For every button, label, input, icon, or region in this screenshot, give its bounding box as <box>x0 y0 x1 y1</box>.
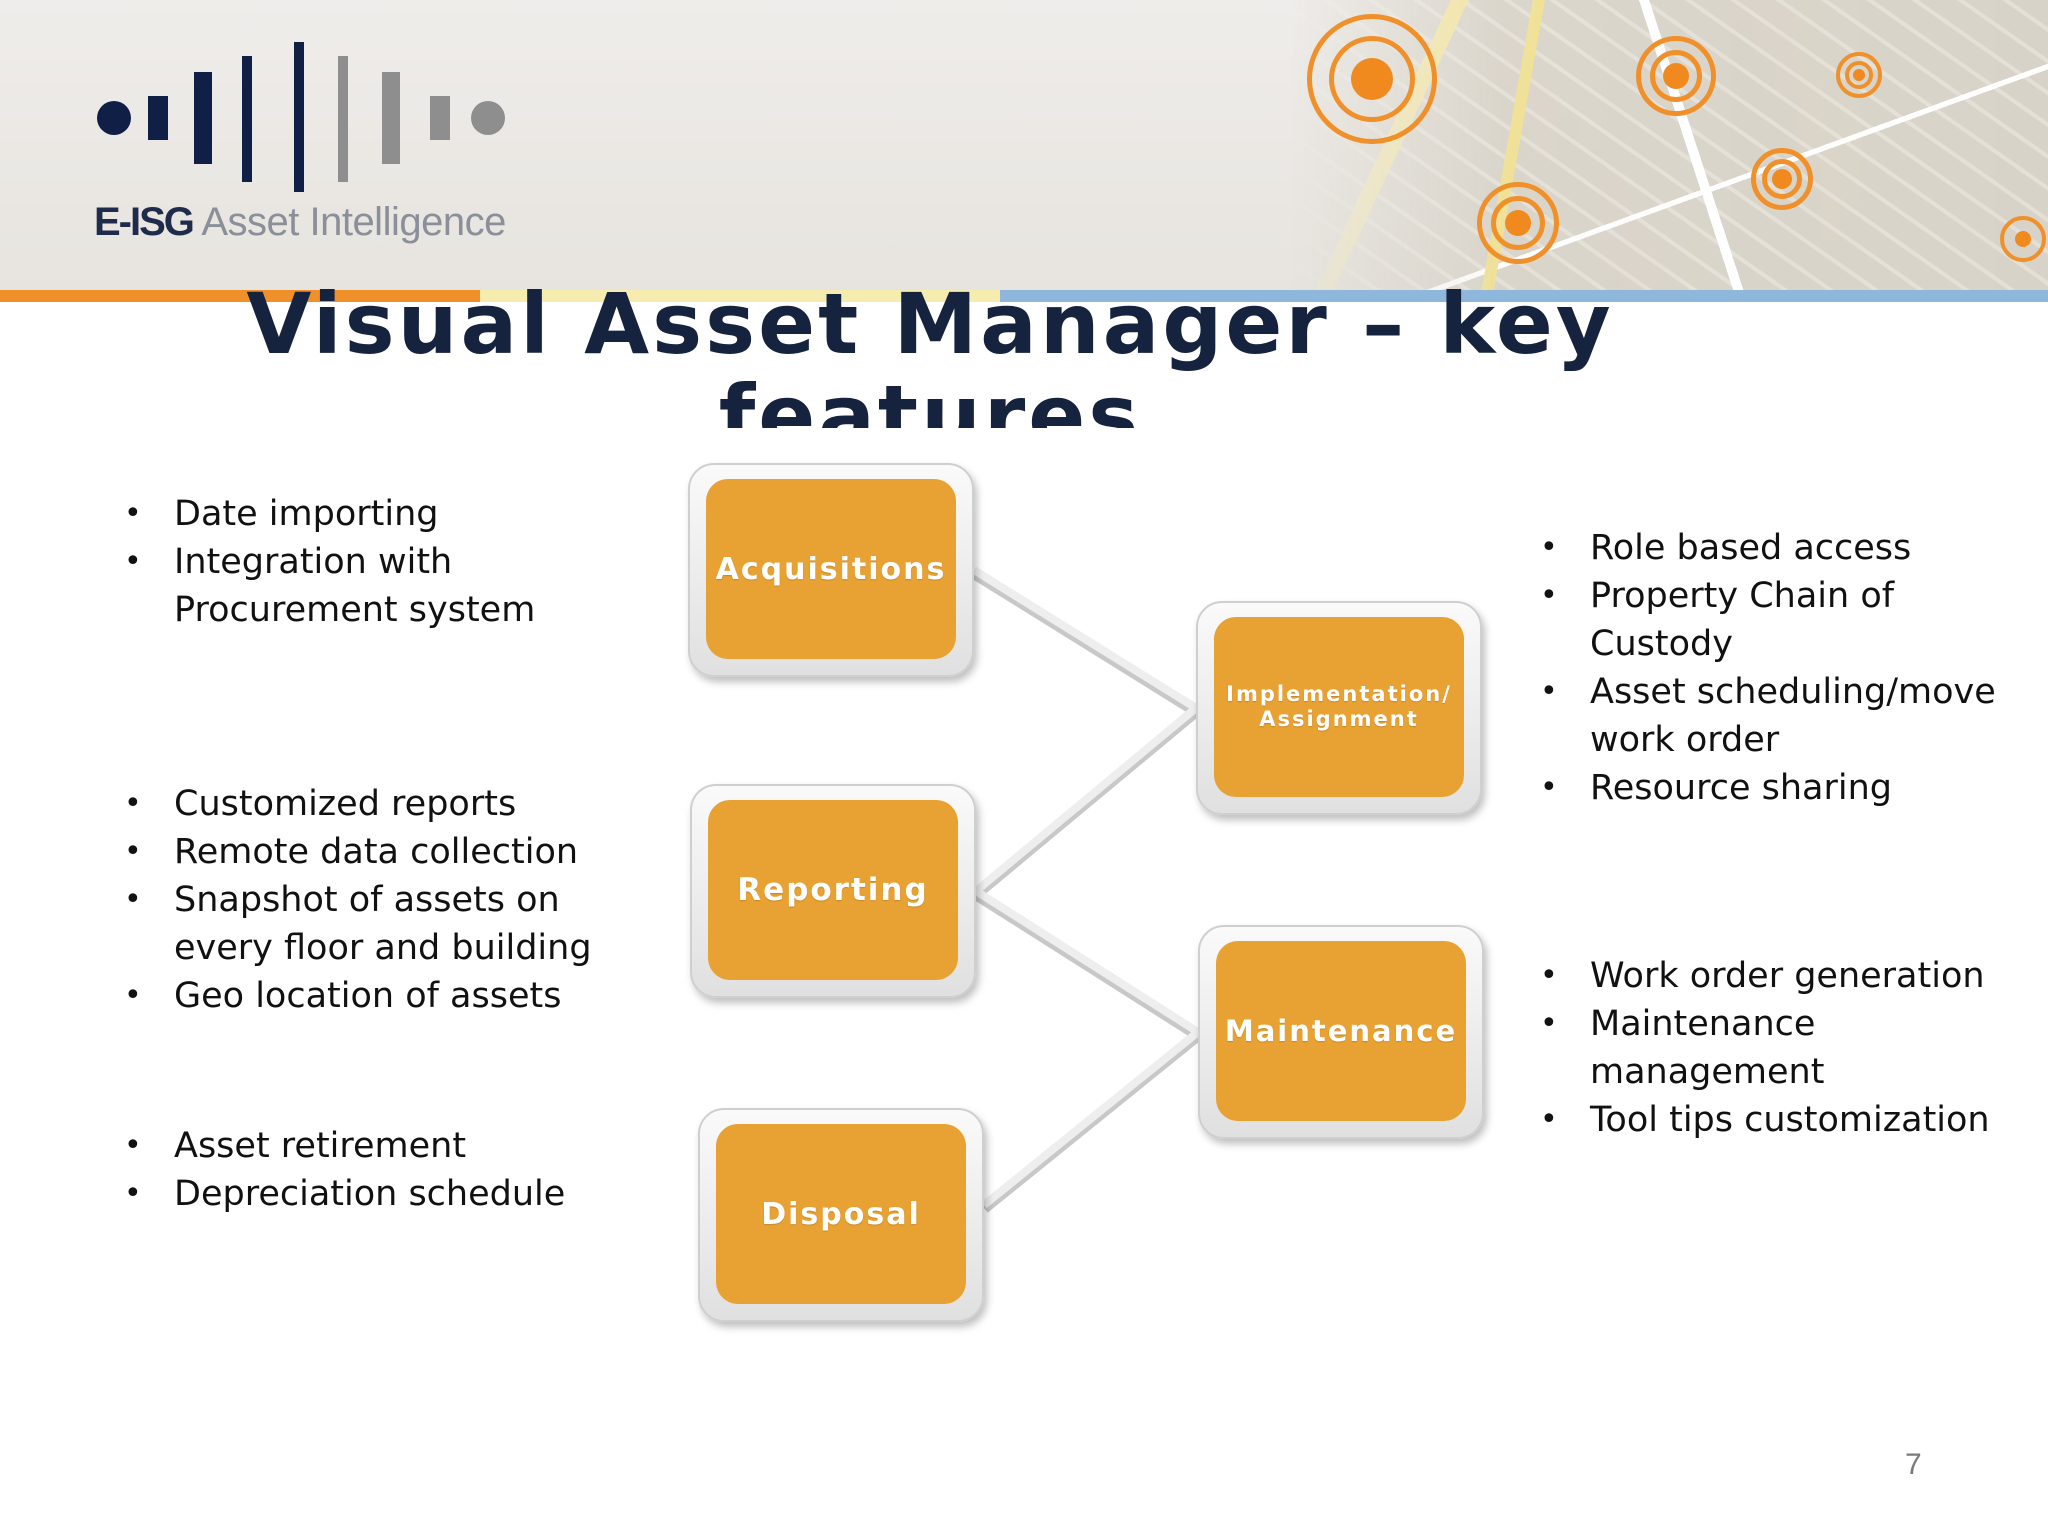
feature-list-reporting: Customized reportsRemote data collection… <box>124 780 614 1020</box>
connector-shadow <box>972 888 1202 1041</box>
feature-list-disposal: Asset retirementDepreciation schedule <box>124 1122 614 1218</box>
feature-item: Role based access <box>1540 524 2030 572</box>
connector-line <box>973 704 1199 895</box>
map-marker-icon <box>1751 148 1813 210</box>
node-maintenance-label: Maintenance <box>1224 1014 1458 1048</box>
node-acquisitions-label: Acquisitions <box>715 551 947 587</box>
accent-stripe-orange <box>0 290 480 302</box>
page-number: 7 <box>1905 1448 1922 1481</box>
connector-shadow <box>972 706 1200 899</box>
connector-line <box>971 566 1199 712</box>
slide-title: Visual Asset Manager – key features <box>246 278 1614 428</box>
feature-item: Property Chain of Custody <box>1540 572 2030 668</box>
feature-item: Asset retirement <box>124 1122 614 1170</box>
connector-shadow <box>980 1030 1202 1213</box>
feature-item: Asset scheduling/move work order <box>1540 668 2030 764</box>
node-maintenance: Maintenance <box>1198 925 1484 1139</box>
feature-item: Integration with Procurement system <box>124 538 614 634</box>
feature-item: Depreciation schedule <box>124 1170 614 1218</box>
feature-item: Date importing <box>124 490 614 538</box>
map-marker-icon <box>1307 14 1437 144</box>
feature-item: Tool tips customization <box>1540 1096 2030 1144</box>
feature-item: Geo location of assets <box>124 972 614 1020</box>
feature-item: Snapshot of assets on every floor and bu… <box>124 876 614 972</box>
logo-brand: E-ISG <box>94 200 195 244</box>
node-reporting: Reporting <box>690 784 976 998</box>
map-marker-icon <box>1477 182 1559 264</box>
node-acquisitions: Acquisitions <box>688 463 974 677</box>
feature-item: Maintenance management <box>1540 1000 2030 1096</box>
map-marker-icon <box>2000 216 2046 262</box>
feature-list-implementation: Role based accessProperty Chain of Custo… <box>1540 524 2030 812</box>
feature-item: Resource sharing <box>1540 764 2030 812</box>
node-disposal-label: Disposal <box>761 1196 921 1232</box>
accent-stripe-yellow <box>480 290 1000 302</box>
accent-stripe-blue <box>1000 290 2048 302</box>
logo-subtitle: Asset Intelligence <box>201 200 506 244</box>
connector-line <box>973 887 1201 1036</box>
logo-text: E-ISG Asset Intelligence <box>94 200 506 245</box>
node-reporting-label: Reporting <box>737 872 929 908</box>
map-marker-icon <box>1836 52 1882 98</box>
feature-item: Work order generation <box>1540 952 2030 1000</box>
node-implementation: Implementation/ Assignment <box>1196 601 1482 815</box>
logo-bars-icon <box>97 42 505 192</box>
feature-item: Customized reports <box>124 780 614 828</box>
node-implementation-label: Implementation/ Assignment <box>1226 682 1452 731</box>
title-container: Visual Asset Manager – key features <box>200 278 1660 428</box>
map-marker-icon <box>1636 36 1716 116</box>
connector-shadow <box>970 567 1200 717</box>
feature-list-maintenance: Work order generationMaintenance managem… <box>1540 952 2030 1144</box>
node-disposal: Disposal <box>698 1108 984 1322</box>
connector-line <box>981 1028 1201 1209</box>
feature-list-acquisitions: Date importingIntegration with Procureme… <box>124 490 614 634</box>
feature-item: Remote data collection <box>124 828 614 876</box>
header-banner: E-ISG Asset Intelligence <box>0 0 2048 290</box>
